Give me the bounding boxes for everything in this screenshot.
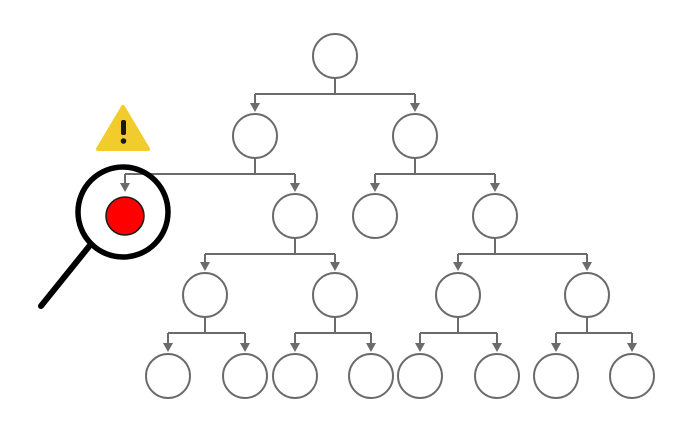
edge-group — [250, 78, 420, 112]
tree-node — [145, 353, 191, 399]
tree-node — [348, 353, 394, 399]
tree-node — [222, 353, 268, 399]
edges-layer — [120, 78, 637, 352]
tree-node — [232, 113, 278, 159]
tree-node — [435, 272, 481, 318]
arrowhead — [290, 343, 300, 352]
arrowhead — [250, 103, 260, 112]
arrowhead — [415, 343, 425, 352]
edge-group — [415, 317, 502, 352]
arrowhead — [240, 343, 250, 352]
arrowhead — [330, 262, 340, 271]
tree-node — [272, 353, 318, 399]
edge-group — [120, 158, 300, 192]
arrowhead — [370, 183, 380, 192]
edge-group — [200, 238, 340, 271]
arrowhead — [551, 343, 561, 352]
edge-group — [163, 317, 250, 352]
tree-node — [564, 272, 610, 318]
tree-node — [182, 272, 228, 318]
tree-node — [312, 33, 358, 79]
arrowhead — [366, 343, 376, 352]
arrowhead — [163, 343, 173, 352]
warning-icon — [96, 105, 150, 151]
tree-node — [392, 113, 438, 159]
edge-group — [551, 317, 637, 352]
arrowhead — [290, 183, 300, 192]
magnifying-glass-icon — [38, 164, 171, 309]
edge-group — [370, 158, 500, 192]
nodes-layer — [105, 33, 655, 399]
tree-node — [472, 193, 518, 239]
tree-node — [397, 353, 443, 399]
tree-node — [272, 193, 318, 239]
arrowhead — [627, 343, 637, 352]
tree-node — [312, 272, 358, 318]
arrowhead — [410, 103, 420, 112]
edge-group — [290, 317, 376, 352]
tree-node — [474, 353, 520, 399]
arrowhead — [582, 262, 592, 271]
arrowhead — [490, 183, 500, 192]
arrowhead — [200, 262, 210, 271]
arrowhead — [453, 262, 463, 271]
tree-node — [352, 193, 398, 239]
arrowhead — [492, 343, 502, 352]
tree-node — [533, 353, 579, 399]
edge-group — [453, 238, 592, 271]
arrowhead — [120, 183, 130, 192]
tree-node — [609, 353, 655, 399]
error-node — [105, 196, 145, 236]
